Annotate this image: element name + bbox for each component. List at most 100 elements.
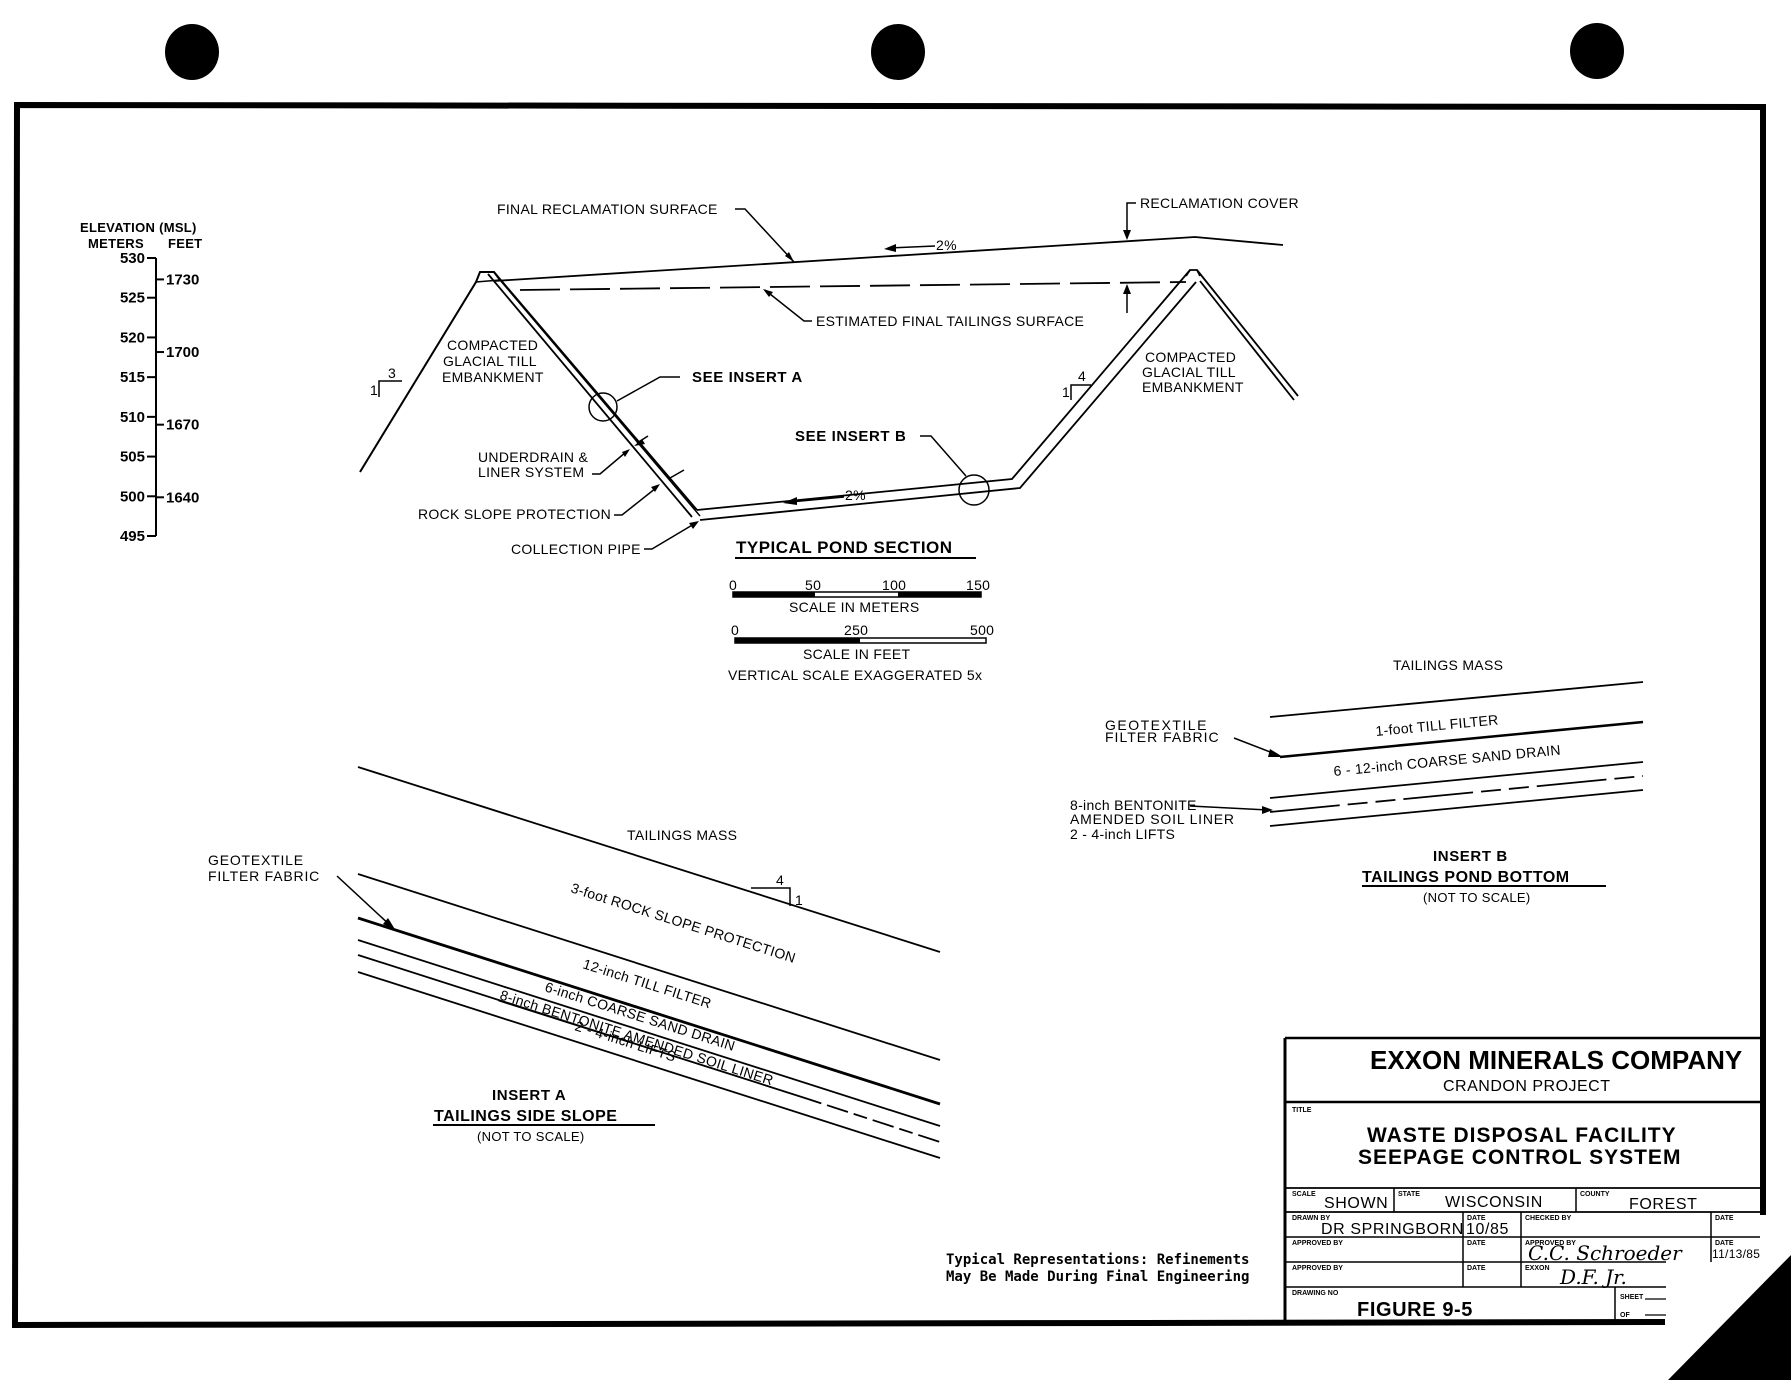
drawn-date-label: DATE: [1467, 1215, 1486, 1222]
insert-a-slope-rise: 1: [795, 892, 803, 908]
left-embankment-label-2: GLACIAL TILL: [443, 353, 537, 369]
insert-a-geotextile-2: FILTER FABRIC: [208, 868, 320, 884]
corner-fold: [1668, 1255, 1791, 1380]
pond-section: FINAL RECLAMATION SURFACE RECLAMATION CO…: [359, 195, 1299, 683]
drawn-date-value: 10/85: [1466, 1221, 1509, 1238]
slope-top-label: 2%: [936, 237, 957, 253]
checked-by-label: CHECKED BY: [1525, 1215, 1572, 1222]
elevation-title: ELEVATION (MSL): [80, 220, 197, 235]
insert-a-note: (NOT TO SCALE): [477, 1129, 585, 1144]
drawn-by-label: DRAWN BY: [1292, 1215, 1330, 1222]
reclamation-cover-label: RECLAMATION COVER: [1140, 195, 1299, 211]
approved-by-signature: C.C. Schroeder: [1528, 1241, 1683, 1265]
meters-label: METERS: [88, 236, 144, 251]
right-embankment-label-3: EMBANKMENT: [1142, 379, 1244, 395]
insert-a: TAILINGS MASS GEOTEXTILE FILTER FABRIC 4…: [208, 766, 941, 1159]
insert-b: TAILINGS MASS 1-foot TILL FILTER 6 - 12-…: [1070, 657, 1644, 905]
elevation-scale: ELEVATION (MSL) METERS FEET 530 525 520 515…: [80, 220, 202, 545]
right-embankment-outer: [1196, 269, 1299, 397]
insert-b-liner-2: AMENDED SOIL LINER: [1070, 811, 1235, 827]
scale-m-tick-150: 150: [966, 577, 990, 593]
insert-b-tailings-mass: TAILINGS MASS: [1393, 657, 1503, 673]
insert-a-slope-run: 4: [776, 872, 784, 888]
left-slope-run: 3: [388, 365, 396, 381]
approved-date-label-2: DATE: [1715, 1240, 1734, 1247]
drawing-no-label: DRAWING NO: [1292, 1290, 1339, 1297]
punch-hole-center: [871, 24, 925, 80]
approved-date-label-1: DATE: [1467, 1240, 1486, 1247]
drawing-title-line-1: WASTE DISPOSAL FACILITY: [1367, 1124, 1677, 1147]
title-block: EXXON MINERALS COMPANY CRANDON PROJECT T…: [1283, 1036, 1760, 1322]
estimated-tailings-label: ESTIMATED FINAL TAILINGS SURFACE: [816, 313, 1084, 329]
insert-a-marker[interactable]: [588, 392, 618, 422]
left-embankment-label-1: COMPACTED: [447, 337, 538, 353]
scale-bar-feet: 0 250 500 SCALE IN FEET: [731, 622, 994, 662]
meters-tick-label: 505: [120, 449, 145, 466]
meters-tick-label: 520: [120, 329, 145, 346]
right-embankment-label-1: COMPACTED: [1145, 349, 1236, 365]
insert-a-title: INSERT A: [492, 1087, 566, 1104]
insert-b-geotextile-2: FILTER FABRIC: [1105, 729, 1220, 745]
insert-b-geotextile-1: GEOTEXTILE: [1105, 717, 1208, 733]
pond-section-title: TYPICAL POND SECTION: [736, 538, 953, 557]
scale-label: SCALE: [1292, 1191, 1316, 1198]
scale-meters-label: SCALE IN METERS: [789, 599, 920, 615]
feet-tick-label: 1700: [166, 344, 199, 361]
scale-ft-tick-500: 500: [970, 622, 994, 638]
scale-ft-tick-0: 0: [731, 622, 739, 638]
feet-tick-label: 1730: [166, 271, 199, 288]
insert-b-note: (NOT TO SCALE): [1423, 890, 1531, 905]
meters-tick-label: 525: [120, 290, 145, 307]
of-label: OF: [1620, 1312, 1630, 1319]
footnote-line-2: May Be Made During Final Engineering: [946, 1269, 1249, 1285]
approved-date-value: 11/13/85: [1712, 1247, 1760, 1261]
meters-tick-label: 500: [120, 488, 145, 505]
scale-ft-tick-250: 250: [844, 622, 868, 638]
see-insert-a-label[interactable]: SEE INSERT A: [692, 369, 803, 386]
vertical-scale-note: VERTICAL SCALE EXAGGERATED 5x: [728, 667, 982, 683]
drawn-by-value: DR SPRINGBORN: [1321, 1221, 1464, 1238]
exxon-label: EXXON: [1525, 1265, 1550, 1272]
approved-date-label-3: DATE: [1467, 1265, 1486, 1272]
feet-tick-label: 1640: [166, 489, 199, 506]
rock-slope-protection-label: ROCK SLOPE PROTECTION: [418, 506, 611, 522]
pond-bottom-liner: [696, 269, 1191, 511]
insert-b-marker[interactable]: [958, 474, 990, 506]
insert-b-liner-3: 2 - 4-inch LIFTS: [1070, 826, 1175, 842]
underdrain-label-2: LINER SYSTEM: [478, 464, 584, 480]
scale-m-tick-50: 50: [805, 577, 821, 593]
scale-m-tick-100: 100: [882, 577, 906, 593]
meters-tick-label: 515: [120, 369, 145, 386]
insert-a-geotextile-1: GEOTEXTILE: [208, 852, 304, 868]
see-insert-b-label[interactable]: SEE INSERT B: [795, 428, 906, 445]
meters-tick-label: 530: [120, 250, 145, 267]
right-slope-rise: 1: [1062, 384, 1070, 400]
company-name: EXXON MINERALS COMPANY: [1370, 1045, 1742, 1075]
meters-tick-label: 495: [120, 528, 145, 545]
sheet-label: SHEET: [1620, 1294, 1644, 1301]
approved-by-label-2: APPROVED BY: [1525, 1240, 1576, 1247]
insert-a-subtitle: TAILINGS SIDE SLOPE: [434, 1108, 617, 1125]
county-label: COUNTY: [1580, 1191, 1610, 1198]
checked-date-label: DATE: [1715, 1215, 1734, 1222]
right-slope-run: 4: [1078, 368, 1086, 384]
underdrain-label-1: UNDERDRAIN &: [478, 449, 589, 465]
state-value: WISCONSIN: [1445, 1194, 1543, 1211]
insert-b-title: INSERT B: [1433, 848, 1508, 865]
final-reclamation-surface-label: FINAL RECLAMATION SURFACE: [497, 201, 718, 217]
collection-pipe-label: COLLECTION PIPE: [511, 541, 641, 557]
left-liner: [493, 271, 698, 511]
estimated-tailings-line: [519, 281, 1187, 291]
sheet-border: [11, 101, 1791, 1380]
scale-bar-meters: 0 50 100 150 SCALE IN METERS: [729, 577, 990, 615]
insert-b-subtitle: TAILINGS POND BOTTOM: [1362, 869, 1570, 886]
punch-holes: [165, 23, 1624, 80]
approved-by-label-3: APPROVED BY: [1292, 1265, 1343, 1272]
feet-label: FEET: [168, 236, 202, 251]
approved-by-label-1: APPROVED BY: [1292, 1240, 1343, 1247]
scale-feet-label: SCALE IN FEET: [803, 646, 911, 662]
insert-b-liner-1: 8-inch BENTONITE: [1070, 797, 1197, 813]
final-reclamation-surface-line: [493, 236, 1284, 282]
project-name: CRANDON PROJECT: [1443, 1078, 1611, 1095]
